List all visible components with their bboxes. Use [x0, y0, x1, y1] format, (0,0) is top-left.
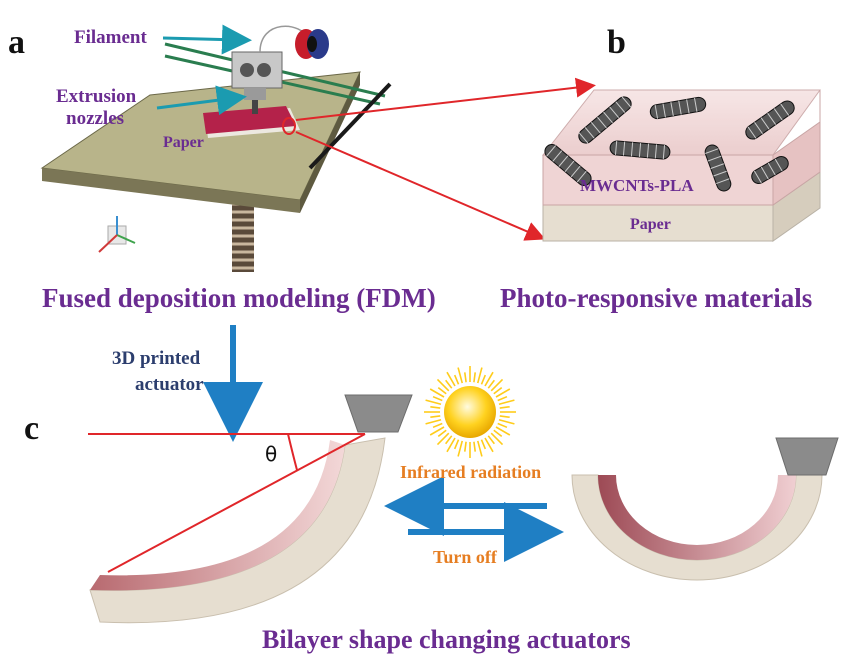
pla-layer [90, 440, 345, 591]
curled-actuator [571, 437, 839, 581]
nanotube [751, 156, 789, 184]
nanotube [745, 100, 795, 140]
nanotube [704, 144, 732, 192]
panel-label-c: c [24, 410, 40, 447]
nozzle-pointer-arrow [156, 85, 247, 116]
carbon-nanotubes [544, 96, 795, 192]
zoom-line-bottom [295, 131, 546, 241]
zoom-line-top [295, 77, 596, 121]
sun-ray [430, 415, 441, 419]
filament-spool [295, 29, 329, 59]
paper-label-b: Paper [630, 216, 671, 233]
filament-label: Filament [74, 27, 147, 48]
sun-ray [429, 388, 445, 398]
fdm-caption: Fused deposition modeling (FDM) [42, 283, 436, 313]
panel-label-b: b [607, 24, 626, 61]
sun-ray [490, 378, 504, 392]
clamp [775, 437, 839, 476]
gantry-rail [308, 82, 392, 170]
transition-label-line2: actuator [135, 374, 204, 395]
infrared-label: Infrared radiation [400, 462, 542, 482]
sun-ray [498, 418, 515, 425]
turn-off-label: Turn off [433, 547, 497, 567]
sun-ray [437, 387, 447, 395]
sun-ray [497, 422, 508, 429]
sun-ray [453, 374, 460, 385]
extrusion-label-line2: nozzles [66, 108, 125, 129]
nanotube [649, 96, 707, 120]
angle-arc [287, 433, 298, 471]
sun-ray [495, 388, 511, 398]
pla-layer-side [772, 121, 821, 206]
sun-ray [493, 429, 503, 437]
nanotube [544, 144, 592, 186]
sun-ray [484, 437, 494, 453]
bent-actuator [89, 394, 413, 624]
sun-ray [490, 432, 504, 446]
sun-ray [463, 372, 467, 383]
sun-ray [457, 440, 464, 457]
extrusion-label-line1: Extrusion [56, 86, 137, 107]
sun-ray [487, 435, 495, 445]
sun-ray [436, 378, 450, 392]
sun-ray [446, 371, 456, 387]
sun-ray [463, 441, 467, 452]
sun-ray [445, 435, 453, 445]
sun-ray [484, 371, 494, 387]
sun-ray [430, 405, 441, 409]
sun-icon [424, 366, 516, 458]
paper-label-a: Paper [163, 134, 204, 151]
sun-ray [495, 426, 511, 436]
sun-ray [497, 395, 508, 402]
sun-ray [493, 387, 503, 395]
sun-ray [436, 432, 450, 446]
composite-label: MWCNTs-PLA [580, 176, 694, 195]
sun-ray [480, 374, 487, 385]
sun-ray [453, 439, 460, 450]
sun-ray [473, 372, 477, 383]
clamp [344, 394, 413, 433]
composite-block [541, 89, 821, 242]
sun-ray [445, 379, 453, 389]
angle-label: θ [265, 442, 278, 466]
sun-ray [457, 367, 464, 384]
transition-label-line1: 3D printed [112, 348, 201, 369]
build-plate-side [42, 168, 300, 213]
sun-ray [432, 422, 443, 429]
tangent-line [107, 433, 366, 573]
actuator-caption: Bilayer shape changing actuators [262, 625, 631, 654]
pla-layer [598, 475, 796, 560]
sun-ray [498, 399, 515, 406]
zoom-marker [282, 117, 296, 135]
sun-ray [473, 441, 477, 452]
sun-ray [432, 395, 443, 402]
nanotube [578, 96, 632, 144]
sun-ray [487, 379, 495, 389]
sun-ray [429, 426, 445, 436]
print-head [231, 51, 283, 114]
sun-ray [480, 439, 487, 450]
filament-pointer-arrow [162, 24, 252, 55]
sun-ray [437, 429, 447, 437]
sun-ray [476, 440, 483, 457]
sun-ray [499, 405, 510, 409]
materials-caption: Photo-responsive materials [500, 283, 813, 313]
axis-triad [98, 216, 136, 253]
panel-label-a: a [8, 24, 25, 61]
sun-ray [446, 437, 456, 453]
sun-ray [499, 415, 510, 419]
sun-ray [425, 399, 442, 406]
sun-ray [425, 418, 442, 425]
build-plate-edge [300, 72, 360, 213]
sun-ray [476, 367, 483, 384]
